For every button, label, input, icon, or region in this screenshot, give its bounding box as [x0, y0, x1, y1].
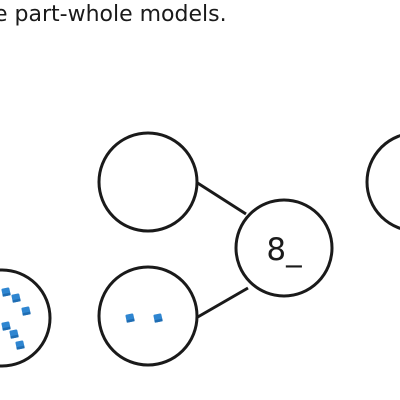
connector-line-top: [195, 180, 247, 216]
whole-value: 8_: [266, 232, 302, 268]
part-circle-bottom: [97, 265, 199, 367]
part-circle-top: [97, 131, 199, 233]
partial-circle-left: [0, 268, 52, 368]
counter-cube-icon: [153, 313, 163, 323]
partial-circle-right: [365, 134, 400, 230]
connector-line-bottom: [195, 286, 249, 320]
counter-cube-icon: [21, 306, 31, 316]
part-bottom-counters: [125, 313, 163, 323]
counter-cube-icon: [15, 340, 25, 350]
counter-cube-icon: [11, 293, 21, 303]
partial-left-counters: [1, 287, 31, 350]
whole-circle: [234, 198, 334, 298]
counter-cube-icon: [9, 329, 19, 339]
counter-cube-icon: [125, 313, 135, 323]
counter-cube-icon: [1, 321, 11, 331]
counter-cube-icon: [1, 287, 11, 297]
instruction-text: e part-whole models.: [0, 2, 227, 27]
